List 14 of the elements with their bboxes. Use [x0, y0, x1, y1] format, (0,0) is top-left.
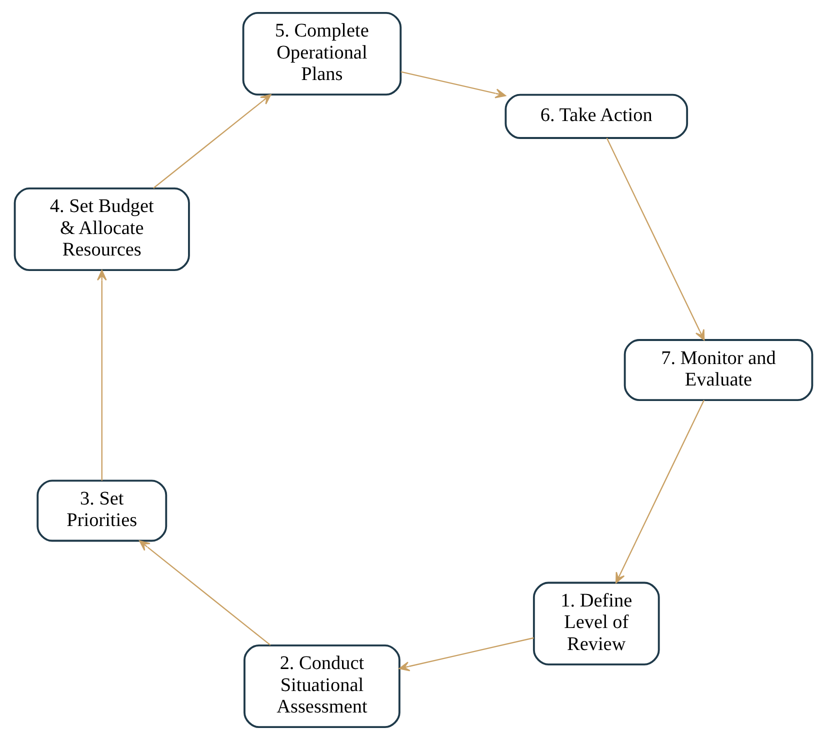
node-box: 4. Set Budget & Allocate Resources — [14, 187, 190, 272]
arrow — [96, 270, 107, 481]
arrow — [616, 400, 705, 584]
node-box: 2. Conduct Situational Assessment — [244, 644, 400, 728]
node-box: 7. Monitor and Evaluate — [624, 339, 814, 401]
arrow — [400, 71, 506, 98]
arrow — [139, 540, 271, 646]
arrow — [606, 138, 705, 341]
arrow — [398, 637, 534, 672]
node-box: 6. Take Action — [504, 94, 688, 139]
arrow — [153, 94, 272, 189]
node-box: 1. Define Level of Review — [532, 582, 660, 666]
node-box: 5. Complete Operational Plans — [242, 12, 402, 96]
node-box: 3. Set Priorities — [36, 480, 168, 542]
